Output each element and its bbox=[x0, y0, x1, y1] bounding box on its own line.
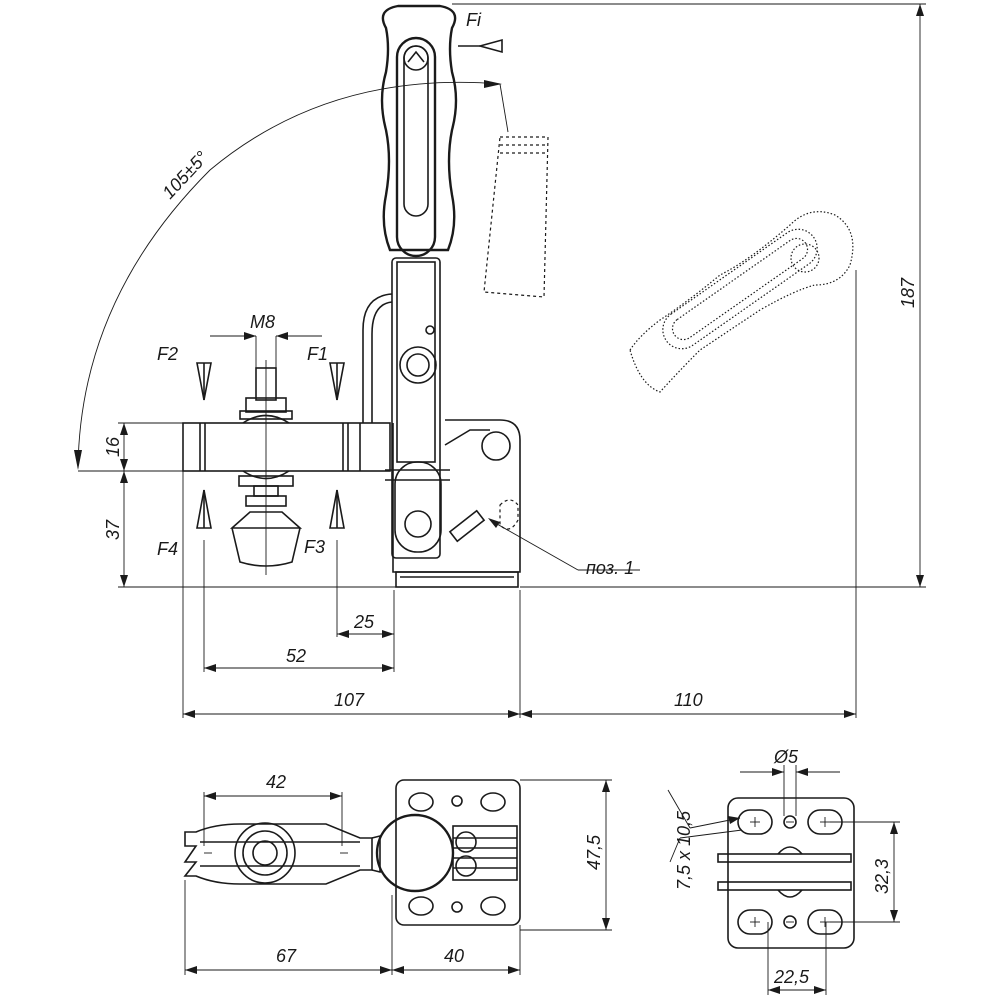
handle-open-position bbox=[483, 136, 549, 298]
length-110-label: 110 bbox=[674, 690, 703, 710]
mount-plate bbox=[727, 797, 855, 949]
force-fi-label: Fi bbox=[466, 10, 482, 30]
force-fi: Fi bbox=[458, 10, 503, 54]
bottom-view: Ø5 7,5 x 10,5 32,3 22,5 bbox=[667, 747, 900, 995]
thread-label: M8 bbox=[250, 312, 275, 332]
height-dimension: 187 bbox=[452, 3, 926, 588]
force-f4-label: F4 bbox=[157, 539, 178, 559]
top-view: 42 67 40 47,5 bbox=[183, 772, 612, 975]
hole-spacing-h-label: 22,5 bbox=[773, 967, 810, 987]
base-thickness-label: 16 bbox=[103, 436, 123, 457]
lower-height-label: 37 bbox=[103, 519, 123, 540]
bottom-dimensions: 25 52 107 110 bbox=[182, 270, 857, 718]
hole-dia-label: Ø5 bbox=[773, 747, 799, 767]
arm-length-label: 67 bbox=[276, 946, 297, 966]
force-f1-label: F1 bbox=[307, 344, 328, 364]
length-107-label: 107 bbox=[334, 690, 365, 710]
offset-52-label: 52 bbox=[286, 646, 306, 666]
base-width-label: 47,5 bbox=[584, 834, 604, 870]
position-label: поз. 1 bbox=[586, 558, 634, 578]
angle-label: 105±5° bbox=[158, 147, 212, 202]
force-f3-label: F3 bbox=[304, 537, 325, 557]
force-arrows: F2 F1 F4 F3 bbox=[157, 344, 345, 559]
base-length-label: 40 bbox=[444, 946, 464, 966]
force-f2-label: F2 bbox=[157, 344, 178, 364]
lever bbox=[385, 257, 450, 559]
clamp-arm bbox=[182, 422, 391, 472]
handle bbox=[380, 4, 458, 258]
height-total-label: 187 bbox=[898, 277, 918, 308]
left-dimensions: 16 37 bbox=[78, 422, 396, 588]
spindle bbox=[229, 360, 303, 575]
handle-rotated-position bbox=[629, 211, 854, 393]
thread-dimension: M8 bbox=[210, 312, 322, 368]
base-plate bbox=[395, 779, 521, 926]
hole-spacing-v-label: 32,3 bbox=[872, 859, 892, 894]
position-callout: поз. 1 bbox=[488, 518, 640, 578]
side-view: 105±5° Fi F2 F1 F4 F3 bbox=[74, 3, 926, 718]
clamp-body bbox=[362, 293, 521, 588]
spindle-spacing-label: 42 bbox=[266, 772, 286, 792]
slot-size-label: 7,5 x 10,5 bbox=[674, 810, 694, 890]
offset-25-label: 25 bbox=[353, 612, 375, 632]
